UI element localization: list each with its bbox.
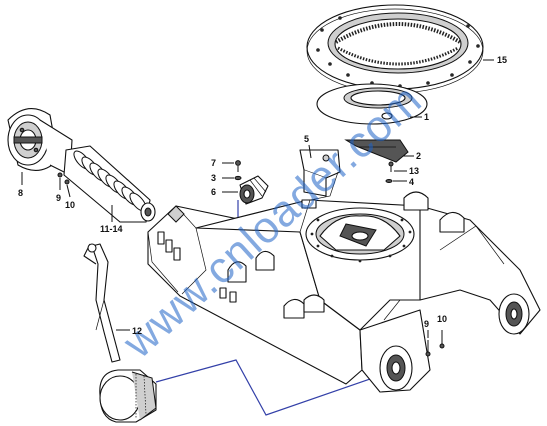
callout-1: 1	[424, 112, 429, 122]
hydraulic-hose-part-12[interactable]	[83, 243, 121, 363]
callout-6: 6	[211, 187, 216, 197]
roller-part-6[interactable]	[239, 175, 269, 205]
track-frame[interactable]	[147, 171, 541, 393]
washer-part-10-sprocket[interactable]	[439, 330, 445, 349]
bolt-part-7[interactable]	[235, 160, 241, 172]
callout-10-idler: 10	[65, 200, 75, 210]
callout-4: 4	[409, 177, 414, 187]
bolt-part-9-idler[interactable]	[57, 172, 63, 178]
callout-9-sprocket: 9	[424, 319, 429, 329]
washer-part-10-idler[interactable]	[64, 179, 70, 185]
callout-15: 15	[497, 55, 507, 65]
callout-5: 5	[304, 134, 309, 144]
callout-8: 8	[18, 188, 23, 198]
bolt-part-13[interactable]	[388, 161, 394, 172]
washer-part-4[interactable]	[385, 179, 393, 183]
slewing-ring-part-15[interactable]	[306, 4, 484, 94]
callout-7: 7	[211, 158, 216, 168]
callout-11-14: 11-14	[100, 224, 123, 234]
callout-2: 2	[416, 151, 421, 161]
bracket-part-5[interactable]	[299, 149, 341, 197]
recoil-spring-part-11-14[interactable]	[63, 145, 156, 223]
callout-12: 12	[132, 326, 142, 336]
washer-part-3[interactable]	[234, 175, 242, 181]
callout-13: 13	[409, 166, 419, 176]
thrust-plate-part-1[interactable]	[316, 83, 428, 125]
callout-3: 3	[211, 173, 216, 183]
bolt-part-9-sprocket[interactable]	[425, 340, 431, 357]
shim-plate-part-2[interactable]	[344, 139, 409, 163]
callout-9-idler: 9	[56, 193, 61, 203]
front-idler-part-8[interactable]	[7, 108, 73, 176]
travel-motor[interactable]	[99, 369, 157, 423]
callout-10-sprocket: 10	[437, 314, 447, 324]
